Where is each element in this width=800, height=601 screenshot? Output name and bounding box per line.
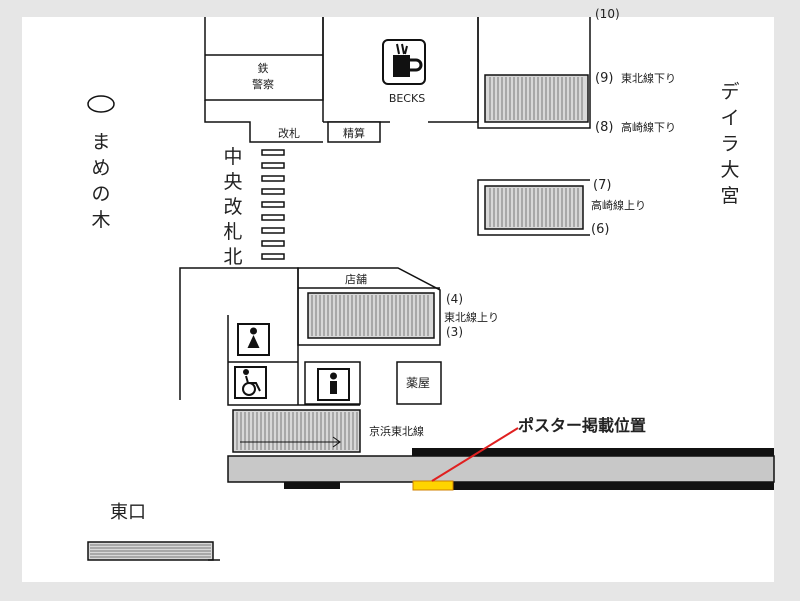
central-gate-north-label: 中央改札北 — [223, 146, 242, 268]
east-exit-bench — [87, 541, 220, 561]
platform-7-num: (7) — [593, 178, 611, 193]
stairs-platform-7-6 — [477, 179, 590, 236]
poster-pointer-line — [431, 427, 519, 482]
poster-location-label: ポスター掲載位置 — [518, 416, 646, 435]
stairs-platform-4-3 — [307, 292, 435, 339]
ticket-gate-stripes — [261, 149, 285, 260]
east-exit-label: 東口 — [110, 502, 146, 523]
becks-label: BECKS — [389, 92, 425, 105]
keihin-tohoku-label: 京浜東北線 — [369, 424, 424, 438]
male-toilet-icon — [317, 368, 350, 401]
platform-10-label: (10) — [595, 7, 620, 21]
female-toilet-icon — [237, 323, 270, 356]
platform-track — [227, 448, 775, 490]
police-label-1: 鉄 — [258, 61, 269, 75]
poster-location-marker — [412, 480, 454, 491]
platform-3-num: (3) — [446, 325, 463, 339]
platform-4-3-text: 東北線上り — [444, 310, 499, 324]
mamenoki-label: まめの木 — [91, 131, 110, 231]
police-label-2: 警察 — [252, 77, 274, 91]
lower-building — [179, 267, 441, 406]
platform-8-text: 高崎線下り — [621, 120, 676, 134]
platform-6-num: (6) — [591, 222, 609, 237]
platform-9-text: 東北線下り — [621, 71, 676, 85]
tree-marker-icon — [87, 95, 115, 113]
platform-7-6-text: 高崎線上り — [591, 198, 646, 212]
fare-adjust-label: 精算 — [343, 126, 365, 140]
shop-label: 店舗 — [345, 272, 367, 286]
wheelchair-icon — [234, 366, 267, 399]
pharmacy-box — [396, 361, 442, 405]
coffee-cup-icon — [382, 39, 426, 85]
fare-adjust-box — [327, 121, 381, 143]
platform-9-num: (9) — [595, 71, 613, 86]
platform-4-num: (4) — [446, 292, 463, 306]
deira-omiya-label: デイラ大宮 — [720, 81, 739, 207]
platform-8-num: (8) — [595, 120, 613, 135]
pharmacy-label: 薬屋 — [406, 376, 430, 390]
stairs-keihin-tohoku — [232, 409, 361, 453]
stairs-platform-9-8 — [477, 17, 591, 129]
ticket-gate-label: 改札 — [278, 126, 300, 140]
